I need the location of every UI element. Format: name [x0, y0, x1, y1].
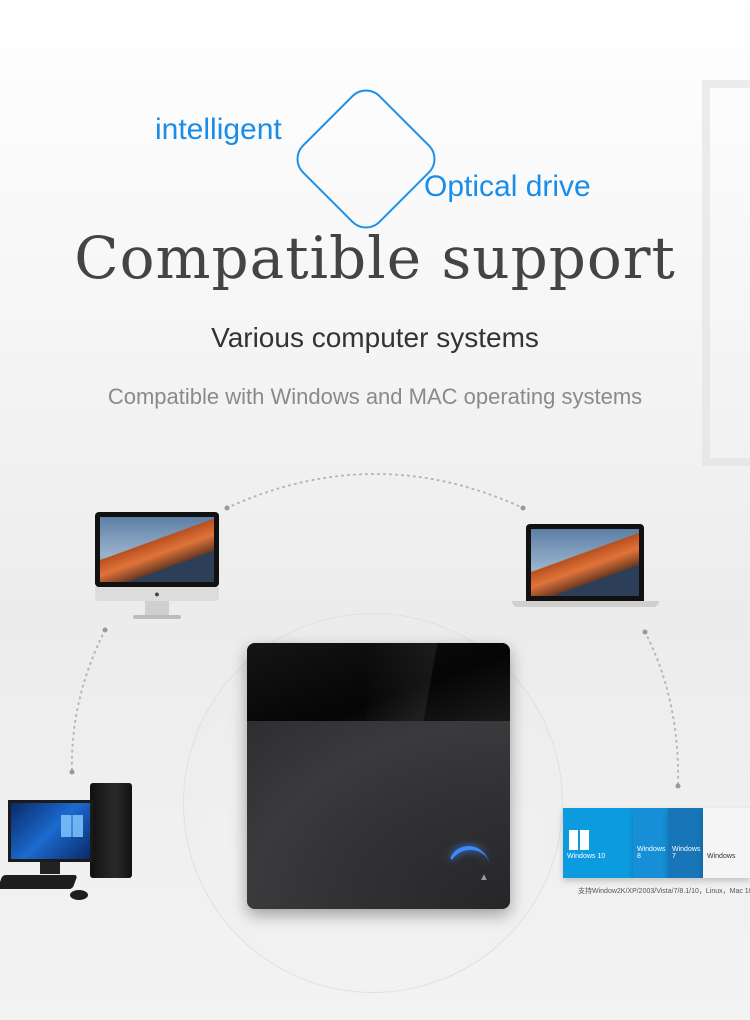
- os-caption: 支持Window2K/XP/2003/Vista/7/8.1/10，Linux，…: [578, 888, 750, 895]
- os-card-win10: Windows 10: [563, 808, 633, 878]
- page-description: Compatible with Windows and MAC operatin…: [107, 384, 643, 409]
- tag-optical-drive: Optical drive: [424, 170, 591, 203]
- wifi-icon: ▲: [479, 872, 489, 883]
- macbook-image: [512, 524, 659, 608]
- device-glossy-top: [247, 643, 510, 722]
- page-subtitle: Various computer systems: [211, 322, 539, 353]
- tag-intelligent: intelligent: [155, 113, 282, 146]
- mouse-icon: [70, 890, 88, 900]
- macbook-base: [512, 601, 659, 607]
- imac-screen: [95, 512, 219, 587]
- pc-monitor: [8, 800, 93, 862]
- pc-tower: [90, 783, 132, 878]
- page-title: Compatible support: [74, 224, 676, 292]
- imac-image: ●: [95, 512, 219, 620]
- windows-logo-icon: [569, 830, 589, 850]
- os-card-win8: Windows 8: [633, 808, 668, 878]
- os-versions-panel: Windows 10 Windows 8 Windows 7 Windows 支…: [563, 808, 750, 908]
- windows-logo-icon: [61, 815, 83, 837]
- os-card-windows: Windows: [703, 808, 750, 878]
- background-frame: [702, 80, 750, 466]
- os-card-win7: Windows 7: [668, 808, 703, 878]
- macbook-screen: [526, 524, 644, 601]
- optical-drive-device: ▲: [247, 643, 510, 909]
- windows-pc-image: [0, 780, 160, 910]
- keyboard-icon: [0, 875, 78, 889]
- apple-logo-icon: ●: [95, 587, 219, 601]
- device-body: [247, 721, 510, 909]
